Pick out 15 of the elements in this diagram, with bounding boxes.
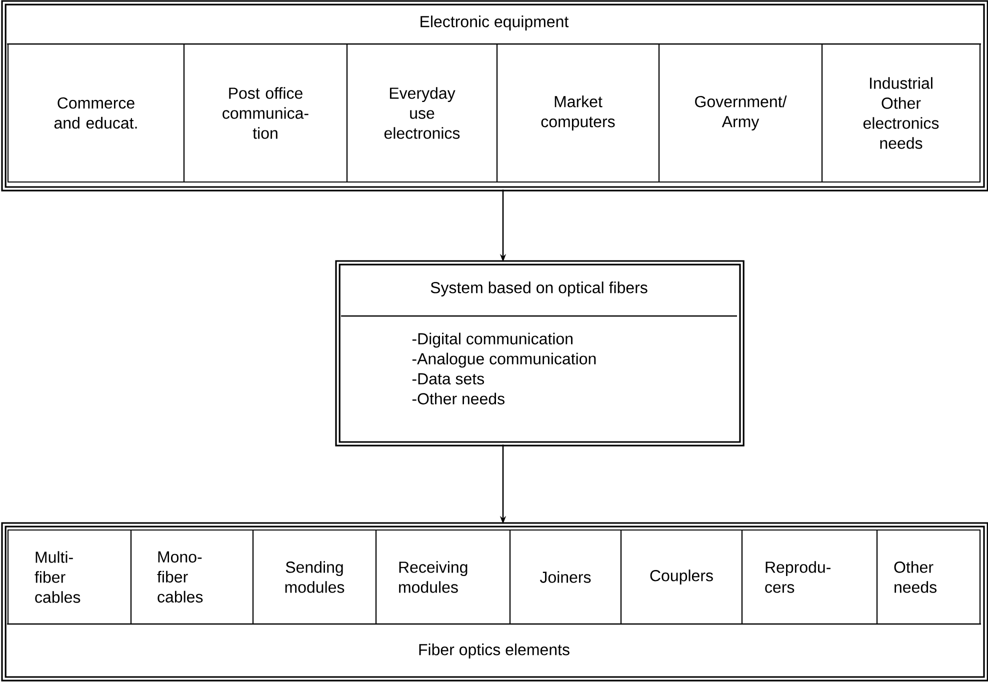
table-cell: Everyday use electronics	[346, 43, 498, 183]
table-cell: Commerce and educat.	[7, 43, 185, 183]
table-cell: Sending modules	[252, 529, 377, 625]
table-cell: Government/ Army	[658, 43, 823, 183]
table-cell: Market computers	[496, 43, 660, 183]
table-cell: Multi- fiber cables	[7, 529, 132, 625]
group-box: System based on optical fibers -Digital communication -Analogue communication -Data sets -Other needs	[335, 260, 744, 446]
table-cell: Joiners	[509, 529, 622, 625]
table-cell: Mono- fiber cables	[130, 529, 254, 625]
table-cell: Couplers	[620, 529, 743, 625]
table-cell: Industrial Other electronics needs	[821, 43, 981, 183]
table-cell: Post office communica- tion	[183, 43, 348, 183]
table-cell: Other needs	[876, 529, 981, 625]
table-cell: Reprodu- cers	[741, 529, 878, 625]
table-cell: Receiving modules	[375, 529, 511, 625]
